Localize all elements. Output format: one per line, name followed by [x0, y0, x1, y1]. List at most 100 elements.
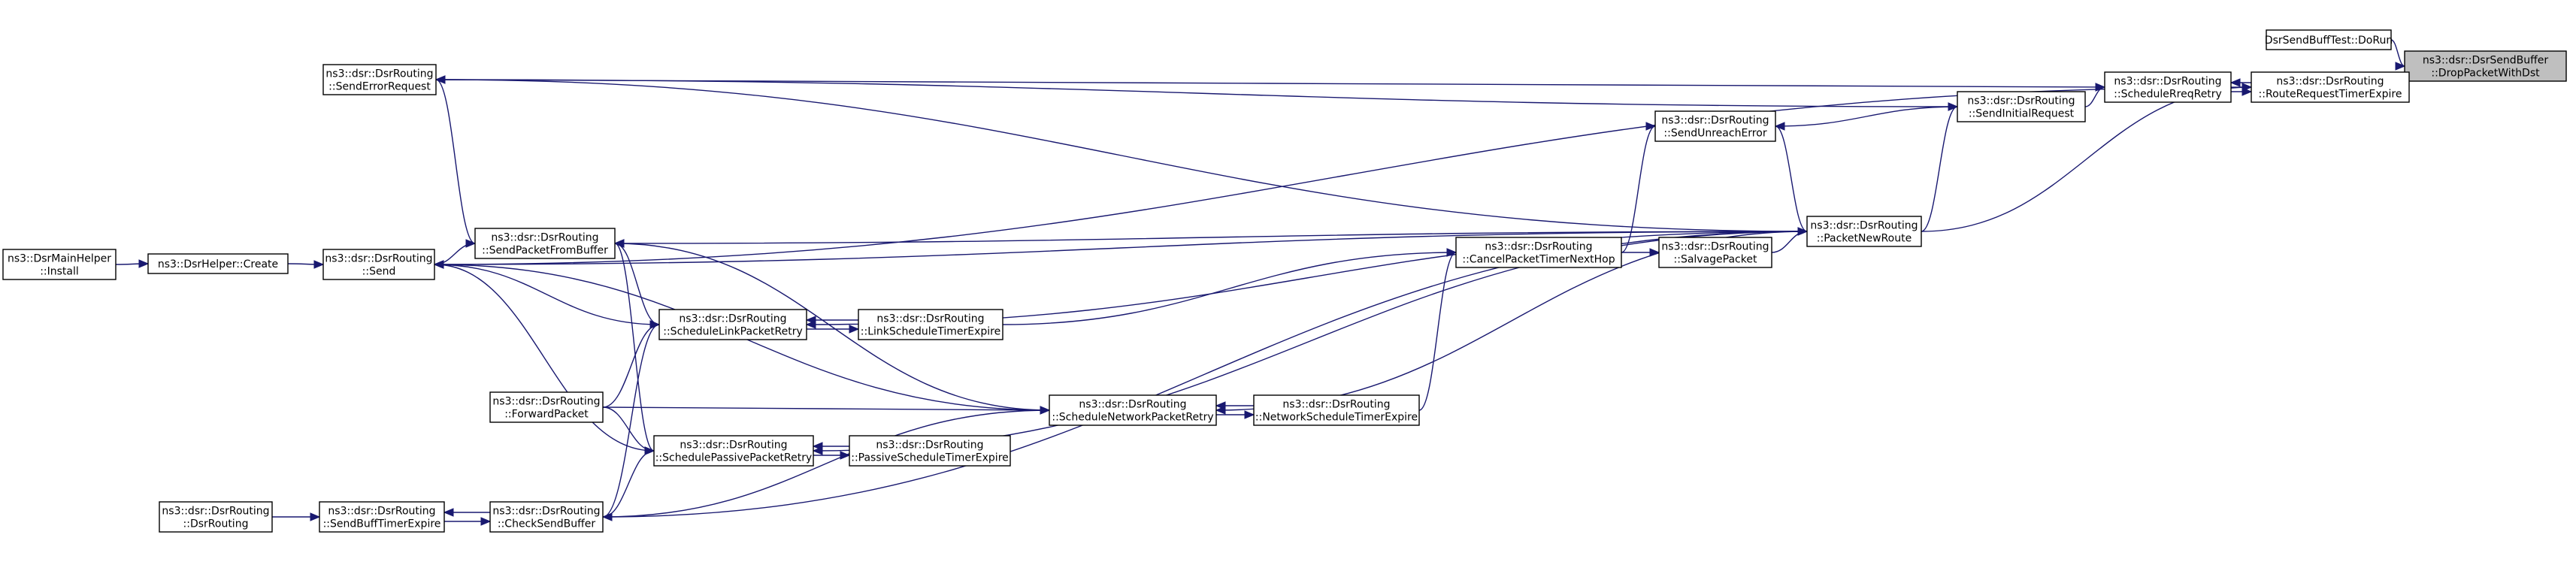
node-label: ::ScheduleLinkPacketRetry [663, 326, 802, 338]
node-cancel-packet-timer[interactable]: ns3::dsr::DsrRouting::CancelPacketTimerN… [1455, 237, 1622, 268]
node-label: DsrSendBuffTest::DoRun [2265, 35, 2393, 47]
node-label: ::ScheduleRreqRetry [2114, 89, 2222, 101]
node-box [1806, 216, 1922, 247]
node-label: ::SendBuffTimerExpire [323, 518, 441, 530]
arrowhead-icon [849, 325, 860, 334]
arrowhead-icon [812, 446, 823, 455]
node-box [474, 228, 616, 259]
call-edge [602, 231, 1808, 518]
node-drop-packet[interactable]: ns3::dsr::DsrSendBuffer::DropPacketWithD… [2404, 50, 2567, 82]
arrowhead-icon [138, 259, 150, 268]
arrowhead-icon [1645, 122, 1657, 131]
node-label: ::ScheduleNetworkPacketRetry [1052, 412, 1213, 424]
node-box [319, 501, 445, 533]
node-label: ::RouteRequestTimerExpire [2259, 89, 2402, 101]
node-schedule-link-retry[interactable]: ns3::dsr::DsrRouting::ScheduleLinkPacket… [658, 309, 807, 340]
node-salvage-packet[interactable]: ns3::dsr::DsrRouting::SalvagePacket [1658, 237, 1772, 268]
arrowhead-icon [2395, 62, 2406, 71]
call-edge [614, 243, 655, 452]
node-passive-schedule-timer[interactable]: ns3::dsr::DsrRouting::PassiveScheduleTim… [849, 435, 1011, 467]
node-box [2404, 50, 2567, 82]
node-box [849, 435, 1011, 467]
call-edge [602, 450, 655, 518]
node-label: ns3::dsr::DsrRouting [1079, 399, 1186, 411]
node-box [1253, 394, 1420, 426]
node-label: ::CancelPacketTimerNextHop [1462, 254, 1615, 266]
call-edge [435, 79, 1958, 107]
arrowhead-icon [644, 446, 655, 455]
node-main-helper-install[interactable]: ns3::DsrMainHelper::Install [2, 249, 117, 280]
node-box [1654, 110, 1776, 142]
node-send[interactable]: ns3::dsr::DsrRouting::Send [322, 249, 435, 280]
node-send-packet-from-buffer[interactable]: ns3::dsr::DsrRouting::SendPacketFromBuff… [474, 228, 616, 259]
node-label: ::NetworkScheduleTimerExpire [1255, 412, 1418, 424]
node-packet-new-route[interactable]: ns3::dsr::DsrRouting::PacketNewRoute [1806, 216, 1922, 247]
node-box [322, 249, 435, 280]
node-box [1957, 91, 2086, 122]
node-send-initial-request[interactable]: ns3::dsr::DsrRouting::SendInitialRequest [1957, 91, 2086, 122]
call-edge [434, 243, 476, 265]
node-box [1455, 237, 1622, 268]
call-edge [602, 406, 1050, 411]
node-label: ns3::dsr::DsrRouting [162, 506, 269, 518]
call-edges [115, 39, 2414, 526]
arrowhead-icon [1446, 248, 1458, 257]
call-edge [435, 79, 1808, 232]
call-edge [1921, 106, 1958, 232]
node-label: ns3::dsr::DsrRouting [492, 396, 600, 408]
node-label: ns3::dsr::DsrRouting [1661, 115, 1769, 127]
arrowhead-icon [433, 260, 444, 269]
call-edge [1002, 252, 1457, 325]
node-schedule-network-retry[interactable]: ns3::dsr::DsrRouting::ScheduleNetworkPac… [1049, 394, 1217, 426]
arrowhead-icon [1215, 406, 1226, 415]
node-network-schedule-timer[interactable]: ns3::dsr::DsrRouting::NetworkScheduleTim… [1253, 394, 1420, 426]
node-label: ns3::dsr::DsrRouting [491, 232, 598, 244]
node-box [2251, 71, 2410, 103]
arrowhead-icon [1244, 410, 1255, 419]
node-label: ns3::dsr::DsrRouting [325, 68, 433, 80]
node-box [489, 501, 604, 533]
node-label: ns3::dsr::DsrRouting [1661, 241, 1769, 253]
call-edge [614, 243, 660, 325]
node-do-run[interactable]: DsrSendBuffTest::DoRun [2265, 29, 2393, 50]
node-helper-create[interactable]: ns3::DsrHelper::Create [147, 253, 289, 274]
node-send-error-request[interactable]: ns3::dsr::DsrRouting::SendErrorRequest [322, 64, 437, 95]
call-edge [1621, 125, 1656, 253]
node-label: ::Install [40, 266, 79, 278]
node-route-request-timer[interactable]: ns3::dsr::DsrRouting::RouteRequestTimerE… [2251, 71, 2410, 103]
arrowhead-icon [434, 75, 446, 84]
arrowhead-icon [2229, 78, 2241, 87]
arrowhead-icon [310, 512, 321, 521]
arrowhead-icon [805, 320, 816, 329]
call-edge [434, 86, 2252, 265]
arrowhead-icon [840, 451, 851, 460]
call-edge [1775, 106, 1958, 127]
node-label: ns3::dsr::DsrRouting [1967, 95, 2075, 107]
node-label: ns3::dsr::DsrRouting [680, 440, 787, 452]
call-edge [435, 79, 476, 244]
node-label: ::SalvagePacket [1674, 254, 1757, 266]
function-nodes: ns3::dsr::DsrSendBuffer::DropPacketWithD… [2, 29, 2567, 533]
node-forward-packet[interactable]: ns3::dsr::DsrRouting::ForwardPacket [489, 391, 604, 423]
node-send-buff-timer[interactable]: ns3::dsr::DsrRouting::SendBuffTimerExpir… [319, 501, 445, 533]
node-label: ::DsrRouting [183, 518, 249, 530]
node-schedule-rreq-retry[interactable]: ns3::dsr::DsrRouting::ScheduleRreqRetry [2104, 71, 2232, 103]
node-box [159, 501, 273, 533]
node-label: ns3::DsrHelper::Create [158, 258, 278, 270]
call-edge [1775, 125, 1808, 232]
node-label: ns3::dsr::DsrRouting [1810, 220, 1918, 232]
node-label: ns3::dsr::DsrRouting [876, 313, 984, 325]
node-send-unreach-error[interactable]: ns3::dsr::DsrRouting::SendUnreachError [1654, 110, 1776, 142]
node-check-send-buffer[interactable]: ns3::dsr::DsrRouting::CheckSendBuffer [489, 501, 604, 533]
node-box [658, 309, 807, 340]
node-link-schedule-timer[interactable]: ns3::dsr::DsrRouting::LinkScheduleTimerE… [858, 309, 1003, 340]
node-schedule-passive-retry[interactable]: ns3::dsr::DsrRouting::SchedulePassivePac… [653, 435, 814, 467]
node-label: ::ForwardPacket [504, 409, 589, 421]
node-dsr-routing-ctor[interactable]: ns3::dsr::DsrRouting::DsrRouting [159, 501, 273, 533]
node-box [1049, 394, 1217, 426]
arrowhead-icon [2242, 83, 2253, 92]
call-edge [434, 264, 655, 452]
arrowhead-icon [601, 512, 613, 521]
call-edge [602, 324, 660, 408]
node-label: ns3::dsr::DsrSendBuffer [2423, 55, 2548, 67]
